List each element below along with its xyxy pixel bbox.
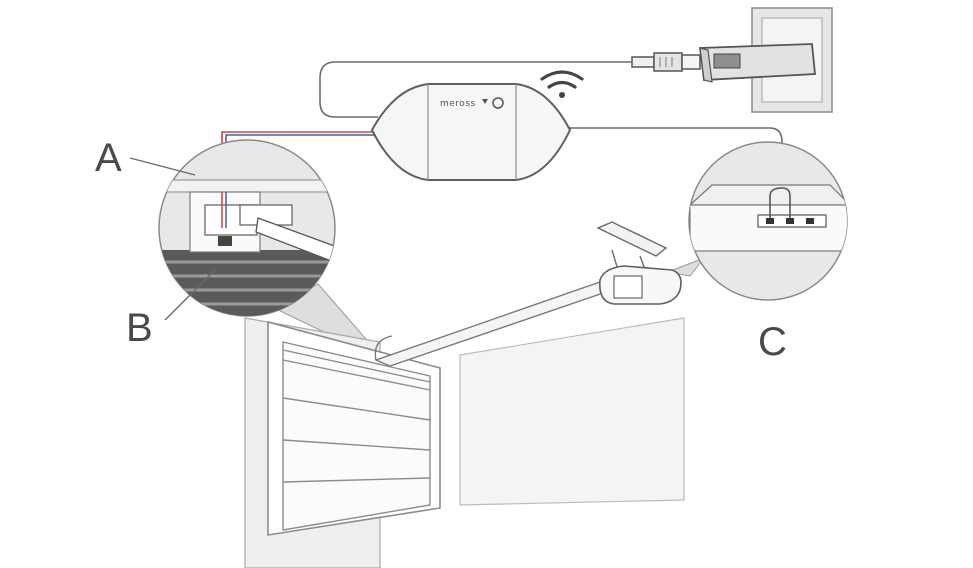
- usb-plug-icon: [631, 52, 701, 72]
- callout-c-magnifier: [666, 141, 848, 301]
- wifi-signal-icon: [540, 70, 584, 98]
- label-a: A: [95, 136, 122, 180]
- power-adapter-icon: [698, 43, 816, 83]
- wall-outlet: [751, 7, 833, 113]
- opener-unit: [596, 221, 682, 305]
- controller-button: [492, 97, 504, 109]
- cables: [319, 61, 783, 200]
- label-b: B: [126, 306, 153, 350]
- label-c: C: [758, 320, 787, 364]
- smart-controller: meross: [370, 83, 572, 181]
- controller-brand: meross: [440, 99, 476, 109]
- leader-lines: [129, 157, 216, 321]
- garage-door: [282, 341, 431, 531]
